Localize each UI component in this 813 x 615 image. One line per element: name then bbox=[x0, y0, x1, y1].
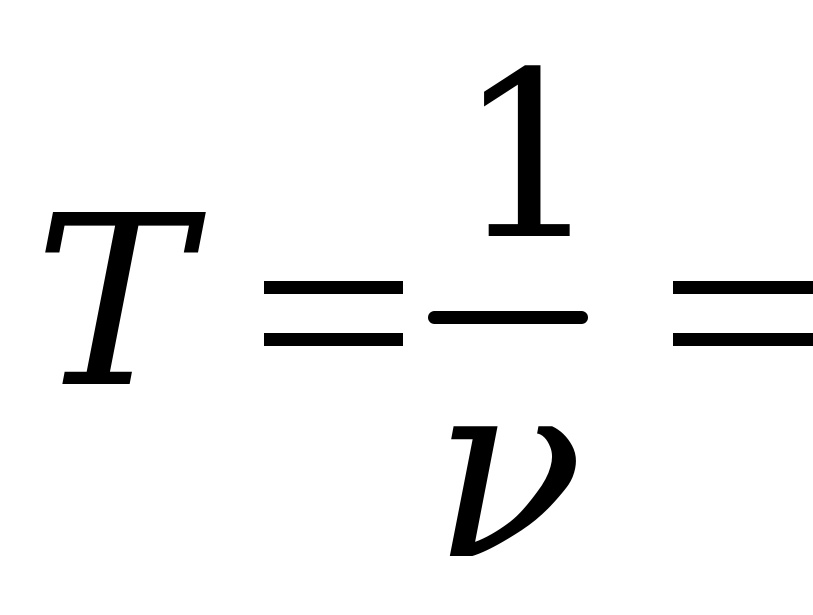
fraction-denominator: ν bbox=[432, 324, 584, 615]
equals-sign-right-bottom-bar bbox=[673, 333, 813, 346]
equals-sign-left-top-bar bbox=[264, 281, 403, 294]
equals-sign-left-bottom-bar bbox=[264, 333, 403, 346]
variable-t: T bbox=[34, 165, 192, 440]
fraction-bar bbox=[428, 311, 588, 324]
equals-sign-right-top-bar bbox=[673, 281, 813, 294]
fraction-numerator: 1 bbox=[456, 24, 603, 291]
